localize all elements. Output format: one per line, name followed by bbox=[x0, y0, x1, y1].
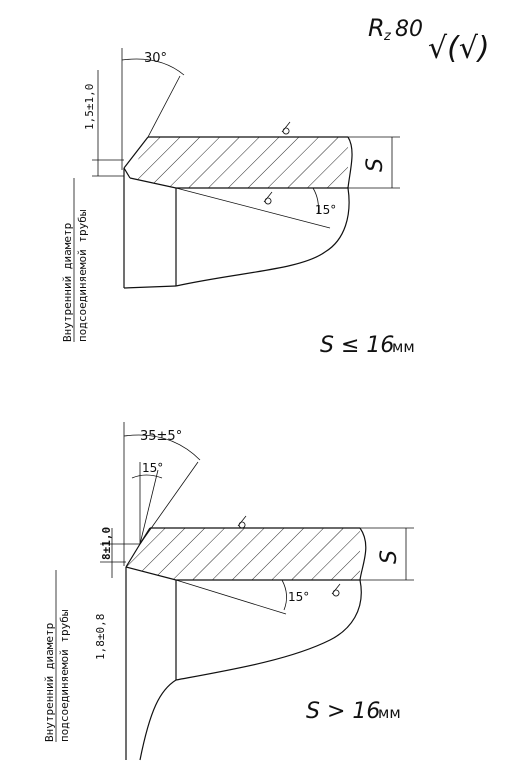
bottom-weld-mark-lower bbox=[331, 583, 341, 597]
roughness-symbol: √(√) bbox=[428, 31, 490, 66]
top-condition: S ≤ 16 bbox=[320, 333, 394, 358]
roughness-value: 80 bbox=[395, 17, 423, 42]
top-bevel-angle: 30° bbox=[144, 51, 167, 66]
detail-top: 30° 1,5±1,0 15° S Внутренний диаметр под… bbox=[61, 48, 415, 358]
roughness-mark: R z 80 √(√) bbox=[368, 14, 490, 66]
top-inner-angle: 15° bbox=[315, 203, 336, 217]
top-pipe-label-line2: подсоединяемой трубы bbox=[76, 209, 89, 342]
bottom-wall-label: S bbox=[377, 550, 402, 564]
top-land-height: 1,5±1,0 bbox=[83, 84, 96, 130]
bottom-unit: мм bbox=[378, 704, 401, 722]
bottom-weld-mark-upper bbox=[237, 515, 247, 529]
bottom-pipe-label-line2: подсоединяемой трубы bbox=[58, 609, 71, 742]
bottom-inner-angle: 15° bbox=[288, 590, 309, 604]
bottom-pipe-label-line1: Внутренний диаметр bbox=[43, 623, 56, 742]
bottom-bevel-angle: 35±5° bbox=[140, 429, 182, 444]
detail-bottom: 35±5° 15° 8±1,0 1,8±0,8 15° S Внутренний… bbox=[43, 422, 414, 761]
bottom-upper-angle: 15° bbox=[142, 461, 163, 475]
bottom-condition: S > 16 bbox=[306, 699, 380, 724]
top-pipe-label-line1: Внутренний диаметр bbox=[61, 223, 74, 342]
roughness-sub: z bbox=[383, 29, 392, 44]
bottom-land-height: 1,8±0,8 bbox=[94, 614, 107, 660]
top-weld-mark-upper bbox=[281, 121, 291, 135]
top-unit: мм bbox=[392, 338, 415, 356]
bottom-step-height: 8±1,0 bbox=[100, 527, 113, 560]
top-weld-mark-lower bbox=[263, 191, 273, 205]
top-wall-label: S bbox=[363, 158, 388, 172]
roughness-base: R bbox=[368, 14, 385, 42]
